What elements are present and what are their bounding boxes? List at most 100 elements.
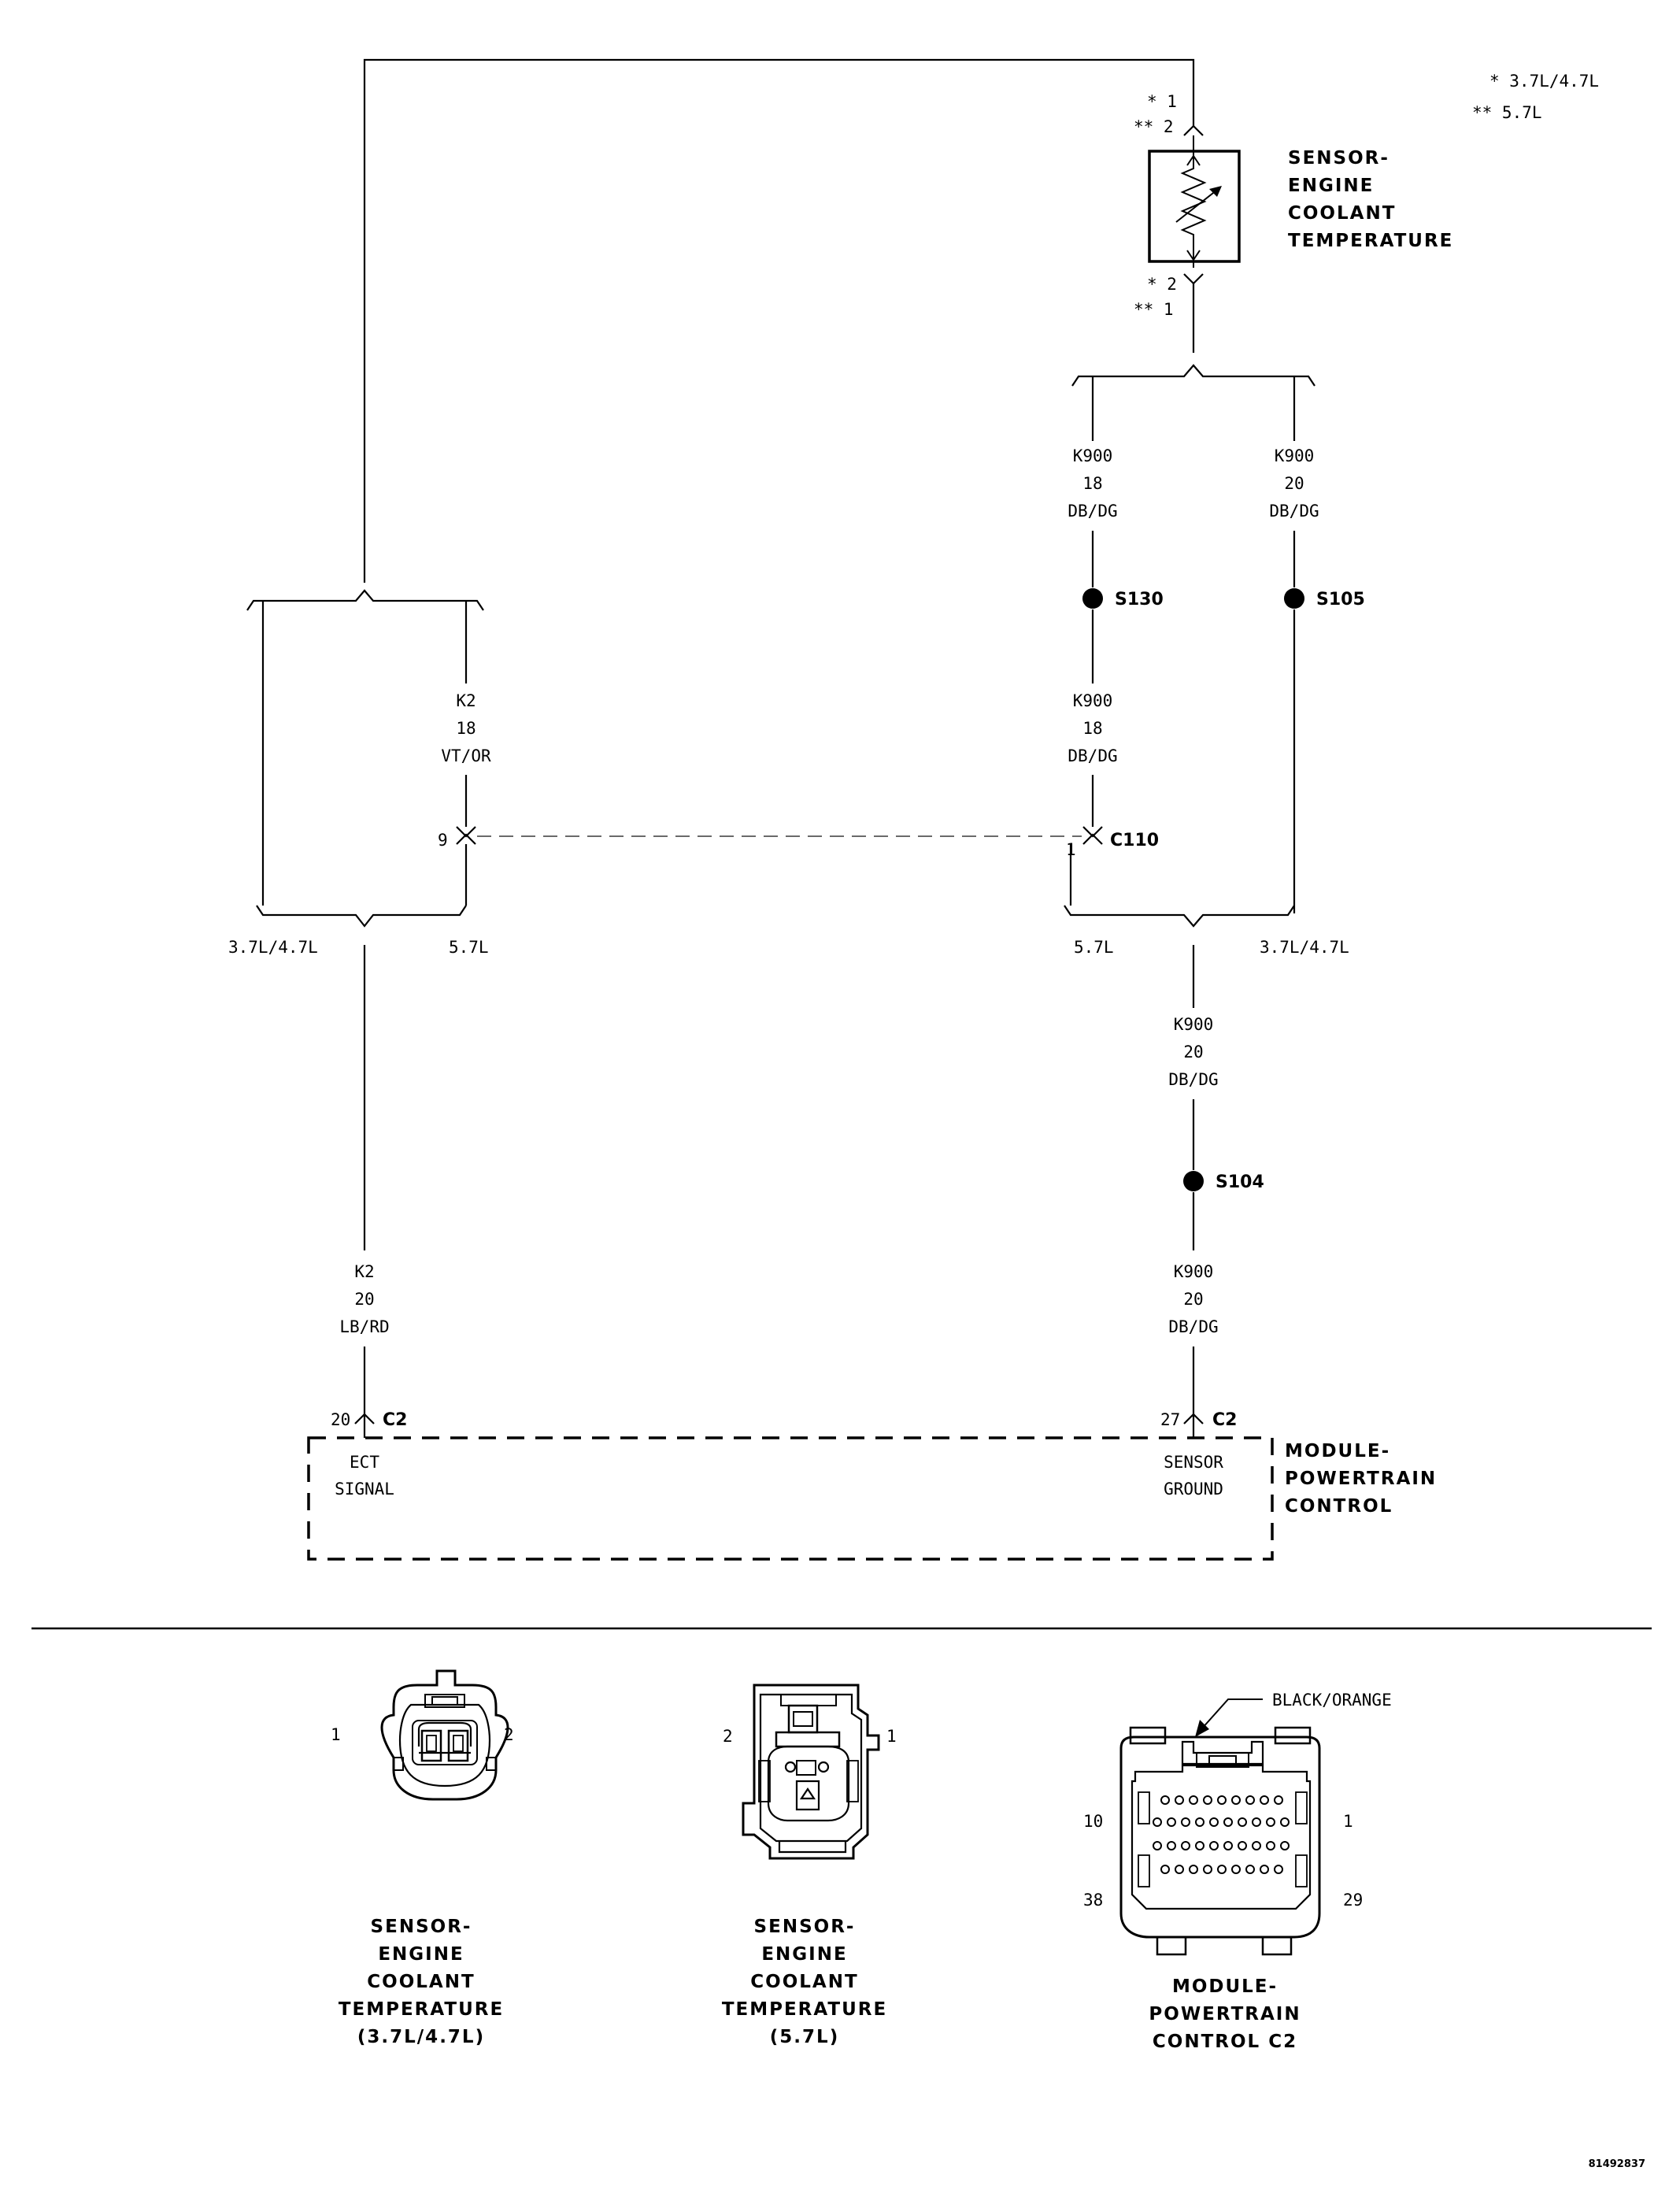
pin-cavity — [1175, 1865, 1184, 1874]
sensor-title-1: SENSOR- — [1288, 148, 1390, 169]
thermistor-arrow-down — [1186, 250, 1201, 261]
connector-name: C2 — [1212, 1410, 1237, 1430]
connector-shell — [1119, 1736, 1321, 1939]
caption-line-1: SENSOR- — [371, 1917, 472, 1937]
pin-cavity — [1280, 1817, 1290, 1827]
connector-latch — [424, 1694, 465, 1708]
wire-label-k900-20-upper: K900 20 DB/DG — [1269, 446, 1319, 520]
sensor-bottom-pin-a: * 2 — [1147, 275, 1177, 294]
sensor-title-4: TEMPERATURE — [1288, 231, 1453, 251]
pin-cavity — [1181, 1817, 1190, 1827]
pin-cavity — [1245, 1865, 1255, 1874]
thermistor-arrow-up — [1186, 154, 1201, 166]
c110-pin-left: 9 — [438, 831, 448, 850]
svg-text:DB/DG: DB/DG — [1168, 1070, 1218, 1089]
wire-label-k900-20-mid: K900 20 DB/DG — [1168, 1015, 1218, 1089]
ect-signal-line-2: SIGNAL — [335, 1480, 394, 1498]
variant-left-b: 5.7L — [449, 938, 489, 957]
connector-c110: 9 1 C110 — [438, 826, 1159, 859]
legend-line-2: ** 5.7L — [1472, 103, 1542, 122]
sensor-ground-line-2: GROUND — [1164, 1480, 1223, 1498]
connector-inner-wall — [398, 1703, 491, 1787]
connector-view-ect-57: 2 1 SENSOR- ENGINE COOLANT TEMPERATURE (… — [722, 1684, 897, 2047]
connector-view-pcm-c2: BLACK/ORANGE 10 1 38 29 MODULE- POWERTRA… — [1083, 1691, 1392, 2052]
pin-cavity — [1223, 1841, 1233, 1850]
caption-line-5: (3.7L/4.7L) — [357, 2027, 485, 2047]
splice-label: S104 — [1216, 1172, 1264, 1192]
svg-text:DB/DG: DB/DG — [1068, 502, 1117, 520]
callout-arrowhead — [1195, 1720, 1209, 1737]
variant-left-a: 3.7L/4.7L — [228, 938, 318, 957]
connector-view-ect-37: 1 2 SENSOR- ENGINE COOLANT TEMPERATURE (… — [331, 1669, 514, 2047]
pin-cavity — [1153, 1841, 1162, 1850]
wire-label-k900-18-upper: K900 18 DB/DG — [1068, 446, 1117, 520]
pin-label-left: 2 — [723, 1727, 733, 1746]
pin-cavity — [1280, 1841, 1290, 1850]
svg-text:K900: K900 — [1073, 691, 1113, 710]
thermistor-symbol — [1180, 135, 1207, 268]
lower-right-bracket: 5.7L 3.7L/4.7L — [1064, 905, 1349, 957]
sensor-bottom-terminal — [1183, 273, 1204, 285]
svg-text:20: 20 — [1183, 1043, 1203, 1061]
splice-label: S130 — [1115, 590, 1164, 609]
sensor-top-pin-b: ** 2 — [1134, 117, 1174, 136]
pin-cavity — [1266, 1817, 1275, 1827]
pin-cavity — [1274, 1795, 1283, 1805]
caption-line-5: (5.7L) — [770, 2027, 839, 2047]
svg-text:20: 20 — [1284, 474, 1304, 493]
pin-label-top-left: 10 — [1083, 1812, 1103, 1831]
pin-cavity — [1167, 1817, 1176, 1827]
svg-text:18: 18 — [1082, 474, 1102, 493]
svg-text:K2: K2 — [354, 1262, 374, 1281]
color-callout: BLACK/ORANGE — [1272, 1691, 1392, 1710]
pin-cavity — [1231, 1795, 1241, 1805]
pin-cavity — [1231, 1865, 1241, 1874]
connector-inner-wall — [759, 1693, 863, 1843]
pcm-pin-grid — [1153, 1795, 1290, 1874]
terminal-cavity-1 — [817, 1761, 830, 1773]
pin-cavity — [1238, 1817, 1247, 1827]
pin-label-bottom-right: 29 — [1343, 1891, 1363, 1910]
splice-s130: S130 — [1082, 588, 1164, 609]
caption-line-1: MODULE- — [1172, 1976, 1278, 1997]
wire-label-k900-20-low: K900 20 DB/DG — [1168, 1262, 1218, 1336]
pin-cavity — [1209, 1841, 1219, 1850]
legend-line-1: * 3.7L/4.7L — [1489, 72, 1599, 91]
connector-shell — [742, 1684, 880, 1860]
splice-s105: S105 — [1284, 588, 1365, 609]
pin-cavity — [1181, 1841, 1190, 1850]
connector-shell — [380, 1669, 509, 1801]
caption-line-2: ENGINE — [378, 1944, 464, 1965]
pin-cavity — [1260, 1865, 1269, 1874]
pin-cavity — [1266, 1841, 1275, 1850]
c110-label: C110 — [1110, 831, 1159, 850]
sensor-top-pin-a: * 1 — [1147, 92, 1177, 111]
ect-signal-line-1: ECT — [350, 1453, 379, 1472]
caption-line-3: CONTROL C2 — [1153, 2032, 1297, 2052]
svg-text:DB/DG: DB/DG — [1168, 1317, 1218, 1336]
sensor-bottom-pin-b: ** 1 — [1134, 300, 1174, 319]
svg-text:18: 18 — [456, 719, 476, 738]
pin-cavity — [1203, 1865, 1212, 1874]
terminal-cavity-2 — [784, 1761, 797, 1773]
ect-sensor: * 1 ** 2 SENSOR- ENGINE COOLANT TEMPERAT… — [1134, 92, 1453, 353]
svg-text:K900: K900 — [1275, 446, 1315, 465]
figure-id: 81492837 — [1589, 2158, 1645, 2170]
pcm-title-2: POWERTRAIN — [1285, 1469, 1437, 1489]
top-loop-wire — [363, 58, 1195, 583]
splice-dot — [1082, 588, 1103, 609]
pin-label-right: 2 — [504, 1725, 514, 1744]
pin-cavity — [1209, 1817, 1219, 1827]
terminal-face — [767, 1745, 850, 1822]
wire-label-k2-20: K2 20 LB/RD — [339, 1262, 389, 1336]
pcm-title-1: MODULE- — [1285, 1441, 1390, 1461]
pin-cavity — [1217, 1865, 1227, 1874]
pcm-module-box: ECT SIGNAL SENSOR GROUND MODULE- POWERTR… — [307, 1436, 1437, 1561]
svg-text:LB/RD: LB/RD — [339, 1317, 389, 1336]
svg-text:DB/DG: DB/DG — [1068, 746, 1117, 765]
pin-cavity — [1223, 1817, 1233, 1827]
svg-text:18: 18 — [1082, 719, 1102, 738]
svg-text:K900: K900 — [1174, 1262, 1214, 1281]
sensor-ground-line-1: SENSOR — [1164, 1453, 1223, 1472]
